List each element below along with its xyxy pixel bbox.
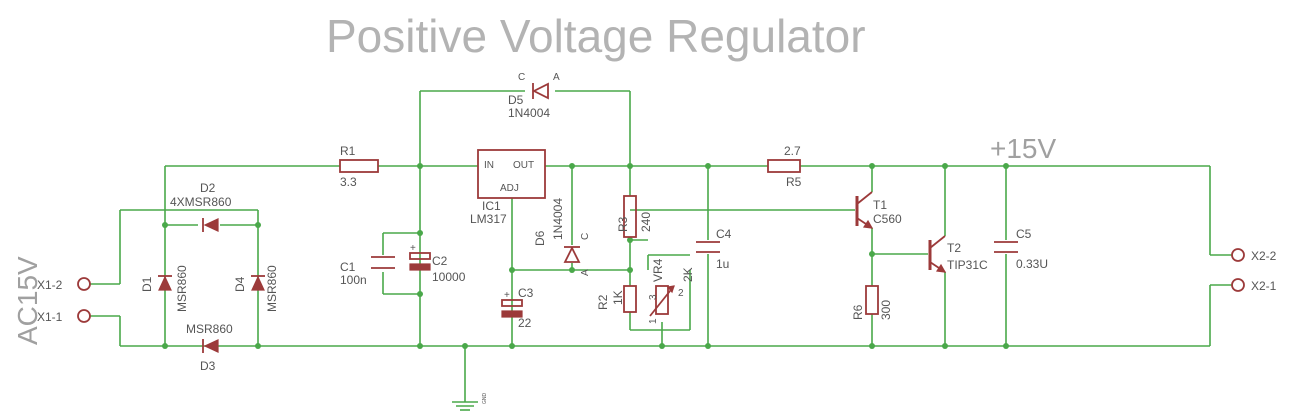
svg-text:22: 22	[518, 316, 532, 330]
svg-text:GND: GND	[482, 393, 488, 405]
svg-text:D2: D2	[200, 181, 216, 195]
svg-text:+: +	[410, 243, 416, 254]
svg-text:IC1: IC1	[482, 199, 501, 213]
diode-d3: MSR860 D3	[186, 322, 233, 373]
input-voltage-label: AC15V	[12, 256, 43, 345]
svg-text:C3: C3	[518, 286, 534, 300]
svg-text:T1: T1	[873, 198, 887, 212]
svg-text:C5: C5	[1016, 227, 1032, 241]
connector-x2-1[interactable]: X2-1	[1231, 278, 1277, 293]
svg-text:LM317: LM317	[470, 212, 507, 226]
svg-text:D5: D5	[508, 93, 524, 107]
svg-text:300: 300	[879, 300, 893, 320]
svg-text:A: A	[580, 269, 591, 276]
resistor-r1: R1 3.3	[339, 144, 379, 189]
diode-d5: C A D5 1N4004	[508, 72, 560, 120]
svg-text:C560: C560	[873, 212, 902, 226]
svg-text:MSR860: MSR860	[186, 322, 233, 336]
svg-text:IN: IN	[484, 160, 494, 171]
diode-d4: D4 MSR860	[233, 265, 279, 312]
diode-d6: C A D6 1N4004	[533, 198, 591, 276]
capacitor-c2: + C2 10000	[409, 243, 466, 284]
svg-text:C: C	[580, 233, 591, 240]
connector-x2-2[interactable]: X2-2	[1231, 248, 1277, 263]
svg-text:10000: 10000	[432, 270, 466, 284]
svg-text:0.33U: 0.33U	[1016, 257, 1048, 271]
svg-text:R3: R3	[616, 216, 630, 232]
svg-text:1: 1	[648, 318, 659, 324]
svg-text:C: C	[518, 72, 525, 83]
regulator-ic1: IN OUT ADJ IC1 LM317	[470, 149, 546, 226]
page-title: Positive Voltage Regulator	[326, 10, 866, 62]
wires	[90, 90, 1232, 402]
svg-text:1N4004: 1N4004	[551, 198, 565, 240]
capacitor-c1: C1 100n	[340, 256, 395, 287]
svg-text:+: +	[504, 290, 510, 301]
connector-x1-1[interactable]: X1-1	[37, 309, 91, 324]
svg-text:C2: C2	[432, 254, 448, 268]
svg-text:MSR860: MSR860	[175, 265, 189, 312]
resistor-r2: R2 1K	[596, 285, 637, 313]
svg-text:D4: D4	[233, 276, 247, 292]
svg-text:OUT: OUT	[513, 160, 534, 171]
svg-text:2: 2	[678, 288, 684, 299]
svg-text:1K: 1K	[611, 290, 625, 305]
connector-x1-2[interactable]: X1-2	[37, 277, 91, 292]
diode-d1: D1 MSR860	[140, 265, 189, 312]
svg-text:100n: 100n	[340, 273, 367, 287]
transistor-t1: T1 C560	[855, 191, 902, 229]
svg-text:R2: R2	[596, 294, 610, 310]
svg-text:X1-1: X1-1	[37, 310, 63, 324]
svg-text:VR4: VR4	[651, 258, 665, 282]
transistor-t2: T2 TIP31C	[928, 235, 988, 273]
svg-text:MSR860: MSR860	[265, 265, 279, 312]
svg-text:D1: D1	[140, 276, 154, 292]
capacitor-c4: C4 1u	[696, 227, 732, 271]
svg-text:C4: C4	[716, 227, 732, 241]
potentiometer-vr4: VR4 2K 3 2 1	[648, 258, 695, 324]
resistor-r5: 2.7 R5	[767, 144, 802, 189]
svg-text:D3: D3	[200, 359, 216, 373]
svg-text:A: A	[553, 72, 560, 83]
svg-text:1N4004: 1N4004	[508, 106, 550, 120]
svg-text:T2: T2	[947, 241, 961, 255]
svg-text:X2-2: X2-2	[1251, 249, 1277, 263]
svg-text:3: 3	[648, 294, 659, 300]
svg-text:R1: R1	[340, 144, 356, 158]
resistor-r6: R6 300	[851, 285, 893, 320]
capacitor-c3: + C3 22	[501, 286, 534, 330]
svg-text:4XMSR860: 4XMSR860	[170, 195, 232, 209]
svg-text:ADJ: ADJ	[500, 183, 519, 194]
svg-text:R5: R5	[786, 175, 802, 189]
svg-text:TIP31C: TIP31C	[947, 258, 988, 272]
capacitor-c5: C5 0.33U	[994, 227, 1048, 271]
svg-text:R6: R6	[851, 304, 865, 320]
diode-d2: D2 4XMSR860	[170, 181, 232, 232]
svg-text:1u: 1u	[716, 257, 729, 271]
svg-text:240: 240	[639, 212, 653, 232]
svg-text:3.3: 3.3	[340, 175, 357, 189]
resistor-r3: R3 240	[616, 195, 653, 238]
svg-text:X1-2: X1-2	[37, 278, 63, 292]
svg-text:2K: 2K	[681, 267, 695, 282]
svg-text:2.7: 2.7	[784, 144, 801, 158]
ground-symbol: GND	[452, 393, 488, 411]
svg-text:D6: D6	[533, 230, 547, 246]
supply-voltage-label: +15V	[990, 133, 1056, 164]
svg-text:C1: C1	[340, 260, 356, 274]
junctions	[162, 163, 1009, 349]
svg-text:X2-1: X2-1	[1251, 279, 1277, 293]
